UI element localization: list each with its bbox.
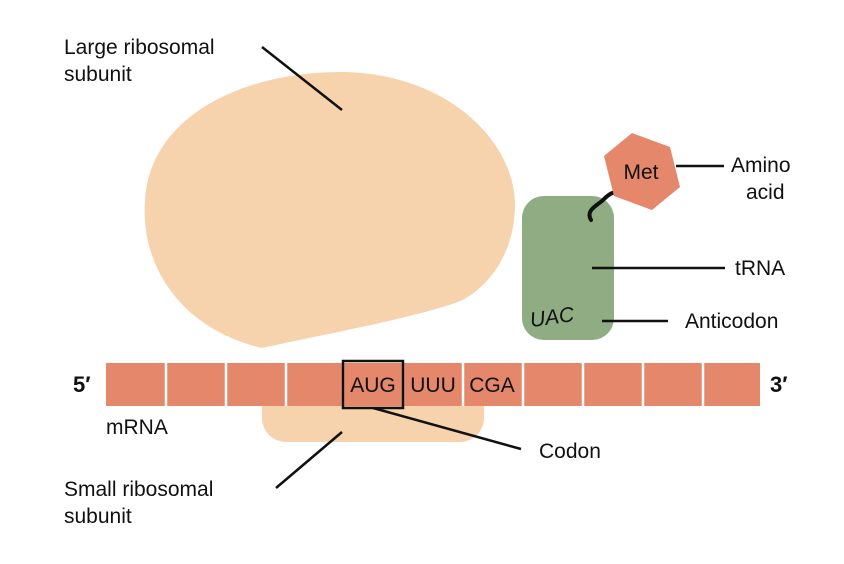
anticodon-label: Anticodon [685,310,778,333]
amino-acid-hexagon [604,133,680,210]
codon-label: Codon [539,440,601,463]
mrna-strand: AUG UUU CGA [106,363,760,406]
five-prime-label: 5′ [73,372,91,397]
trna-body [522,196,614,340]
large-ribosomal-subunit [144,72,515,348]
mrna-dividers [164,363,705,406]
amino-acid-label: Amino [731,154,791,177]
amino-acid-linker [587,190,619,222]
amino-acid-label: acid [746,181,785,204]
trna-label: tRNA [735,257,785,280]
amino-acid-name: Met [623,161,658,184]
large-subunit-leader [261,46,343,111]
small-subunit-leader [275,431,343,489]
large-subunit-label: Large ribosomal [64,36,215,59]
mrna-codon: CGA [469,374,515,397]
three-prime-label: 3′ [770,372,788,397]
codon-leader [372,406,522,451]
mrna-label: mRNA [106,416,168,439]
mrna-codon: UUU [410,374,456,397]
large-subunit-label: subunit [64,63,132,86]
small-subunit-label: subunit [64,505,132,528]
mrna-codon: AUG [350,374,396,397]
mrna-body [106,363,760,406]
small-subunit-label: Small ribosomal [64,478,213,501]
